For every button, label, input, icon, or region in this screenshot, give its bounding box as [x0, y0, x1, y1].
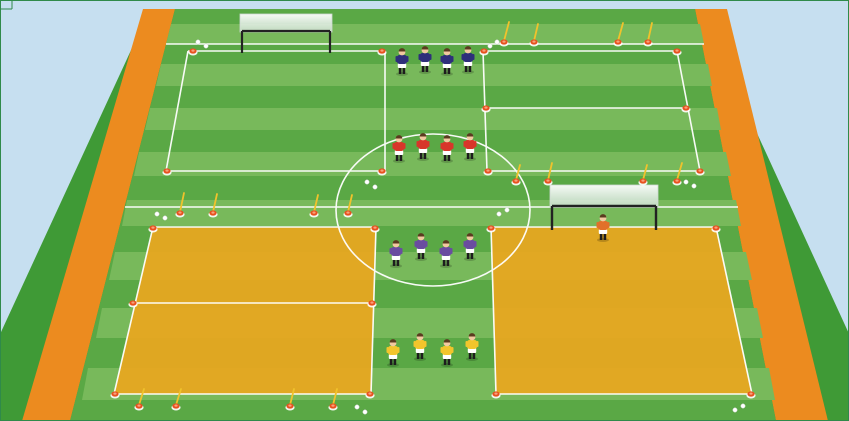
- orange-zone-left: [114, 227, 376, 394]
- orange-zone-right: [491, 227, 752, 394]
